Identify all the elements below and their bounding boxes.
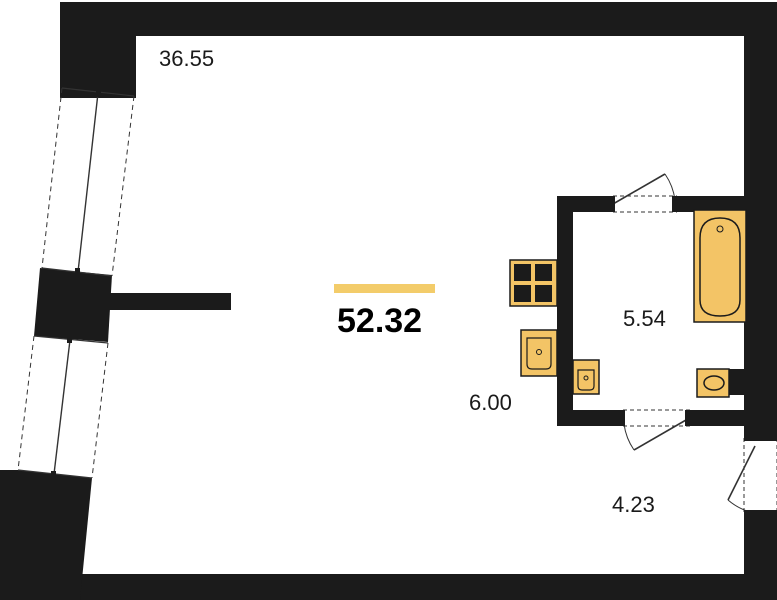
- main-room-area: 36.55: [159, 46, 215, 71]
- bottom-left-wall-block: [0, 470, 92, 600]
- top-wall: [60, 2, 777, 36]
- stove: [509, 259, 558, 307]
- bathroom-door-bottom: [620, 409, 690, 451]
- window-upper: [41, 87, 135, 277]
- total-area-label: 52.32: [337, 302, 423, 340]
- accent-bar: [334, 284, 435, 293]
- toilet: [696, 368, 747, 398]
- entrance-door: [727, 436, 777, 515]
- bathroom-area: 5.54: [623, 306, 666, 331]
- kitchen-sink: [520, 329, 558, 377]
- window-lower: [17, 335, 109, 479]
- top-left-wall-block: [60, 2, 136, 98]
- kitchen-area: 6.00: [469, 390, 512, 415]
- partition-wall: [108, 293, 231, 310]
- bottom-wall: [0, 574, 777, 600]
- bathtub: [693, 209, 747, 323]
- bathroom-door-top: [610, 173, 677, 213]
- bathroom-sink: [572, 359, 600, 395]
- bathroom-walls: [557, 196, 747, 426]
- hallway-area: 4.23: [612, 492, 655, 517]
- right-wall-upper: [744, 2, 777, 438]
- left-pier: [34, 268, 112, 342]
